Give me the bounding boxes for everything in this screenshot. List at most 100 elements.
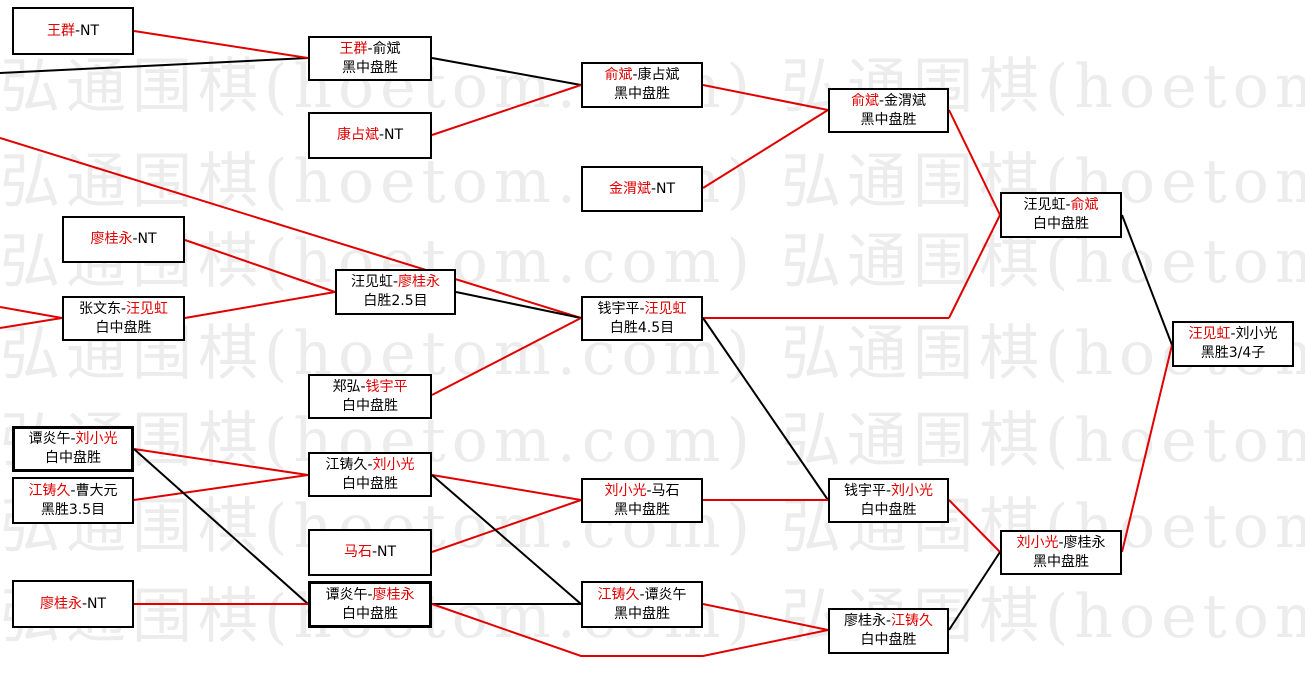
- connector-line: [948, 109, 1001, 216]
- match-result: 白胜4.5目: [609, 319, 675, 336]
- match-players: 钱宇平-刘小光: [832, 482, 945, 501]
- match-players: 谭炎午-刘小光: [17, 430, 129, 449]
- player-2-name: 汪见虹: [644, 300, 687, 317]
- player-separator: -: [120, 300, 127, 317]
- player-2-name: 刘小光: [1235, 326, 1278, 342]
- player-2-name: 刘小光: [372, 456, 415, 473]
- connector-line: [431, 84, 582, 136]
- player-2-name: 廖桂永: [372, 586, 415, 603]
- match-players: 汪见虹-俞斌: [1004, 196, 1118, 215]
- player-2-name: 俞斌: [372, 40, 401, 57]
- player-separator: -: [70, 482, 76, 499]
- match-box: 王群-NT: [12, 7, 134, 55]
- match-box: 刘小光-马石黑中盘胜: [581, 478, 703, 523]
- player-2-name: 金渭斌: [884, 92, 927, 109]
- player-separator: -: [360, 378, 366, 395]
- match-players: 康占斌-NT: [312, 126, 428, 145]
- connector-line: [1121, 344, 1173, 553]
- player-1-name: 刘小光: [1016, 534, 1059, 551]
- player-separator: -: [646, 482, 652, 499]
- match-box: 钱宇平-汪见虹白胜4.5目: [581, 296, 703, 341]
- player-2-name: 廖桂永: [1063, 534, 1106, 551]
- match-box: 谭炎午-刘小光白中盘胜: [12, 426, 134, 472]
- player-separator: -: [632, 67, 638, 83]
- player-separator: -: [81, 595, 88, 612]
- match-box: 汪见虹-刘小光黑胜3/4子: [1172, 321, 1294, 367]
- match-players: 钱宇平-汪见虹: [585, 300, 699, 319]
- player-1-name: 康占斌: [336, 127, 379, 143]
- connector-line: [702, 317, 829, 501]
- match-result: 黑中盘胜: [614, 501, 670, 518]
- player-separator: -: [1065, 197, 1071, 213]
- player-2-name: 刘小光: [75, 431, 118, 447]
- player-2-name: NT: [137, 231, 157, 247]
- connector-line: [133, 474, 309, 501]
- player-separator: -: [650, 180, 657, 197]
- player-1-name: 谭炎午: [28, 431, 71, 447]
- player-1-name: 汪见虹: [1023, 197, 1066, 213]
- match-players: 汪见虹-廖桂永: [339, 273, 452, 292]
- match-result: 白中盘胜: [860, 501, 917, 518]
- player-separator: -: [878, 92, 885, 109]
- player-1-name: 江铸久: [325, 456, 368, 473]
- match-box: 谭炎午-廖桂永白中盘胜: [308, 581, 432, 628]
- player-separator: -: [639, 300, 645, 317]
- connector-line: [0, 317, 63, 329]
- match-result: 白中盘胜: [342, 605, 398, 622]
- connector-line: [431, 499, 582, 553]
- match-result: 黑中盘胜: [342, 59, 398, 76]
- match-box: 郑弘-钱宇平白中盘胜: [308, 374, 432, 419]
- match-result: 黑胜3.5目: [40, 501, 106, 518]
- match-result: 黑中盘胜: [614, 605, 670, 622]
- connector-line: [0, 306, 63, 319]
- player-1-name: 汪见虹: [350, 274, 393, 290]
- match-box: 俞斌-金渭斌黑中盘胜: [828, 88, 949, 133]
- player-2-name: 康占斌: [637, 67, 680, 83]
- player-1-name: 王群: [339, 40, 368, 57]
- player-separator: -: [1230, 326, 1236, 342]
- player-1-name: 汪见虹: [1188, 326, 1231, 342]
- match-players: 俞斌-金渭斌: [832, 92, 945, 111]
- connector-line: [455, 291, 582, 319]
- connector-line: [184, 291, 336, 319]
- match-players: 金渭斌-NT: [585, 180, 699, 199]
- connector-line: [0, 57, 309, 74]
- player-1-name: 金渭斌: [608, 180, 651, 197]
- match-players: 江铸久-刘小光: [312, 456, 428, 475]
- match-players: 马石-NT: [312, 543, 428, 562]
- match-box: 钱宇平-刘小光白中盘胜: [828, 478, 949, 523]
- match-players: 廖桂永-江铸久: [832, 612, 945, 631]
- connector-line: [431, 317, 582, 396]
- player-separator: -: [70, 431, 76, 447]
- player-separator: -: [132, 231, 138, 247]
- player-2-name: 谭炎午: [644, 586, 687, 603]
- match-box: 廖桂永-NT: [62, 216, 185, 263]
- match-box: 汪见虹-廖桂永白胜2.5目: [335, 269, 456, 315]
- match-players: 刘小光-廖桂永: [1004, 534, 1118, 553]
- player-2-name: 江铸久: [891, 613, 934, 629]
- player-1-name: 钱宇平: [843, 482, 886, 499]
- player-1-name: 刘小光: [604, 482, 647, 499]
- match-players: 廖桂永-NT: [66, 230, 181, 249]
- match-players: 刘小光-马石: [585, 482, 699, 501]
- connector-line: [133, 30, 309, 59]
- player-2-name: NT: [384, 127, 404, 143]
- connector-line: [948, 551, 1001, 631]
- player-2-name: 钱宇平: [365, 378, 408, 395]
- player-separator: -: [74, 22, 81, 39]
- match-box: 江铸久-刘小光白中盘胜: [308, 452, 432, 497]
- player-1-name: 廖桂永: [90, 231, 133, 247]
- match-box: 廖桂永-NT: [12, 580, 134, 628]
- player-2-name: 马石: [651, 482, 680, 499]
- match-players: 江铸久-曹大元: [16, 482, 130, 501]
- player-2-name: NT: [656, 180, 676, 197]
- match-players: 张文东-汪见虹: [66, 300, 181, 319]
- player-1-name: 郑弘: [332, 378, 361, 395]
- match-box: 金渭斌-NT: [581, 166, 703, 212]
- match-result: 黑中盘胜: [1033, 553, 1089, 570]
- connector-line: [431, 57, 582, 86]
- player-2-name: 刘小光: [891, 482, 934, 499]
- player-2-name: NT: [87, 595, 107, 612]
- connector-line: [133, 448, 309, 476]
